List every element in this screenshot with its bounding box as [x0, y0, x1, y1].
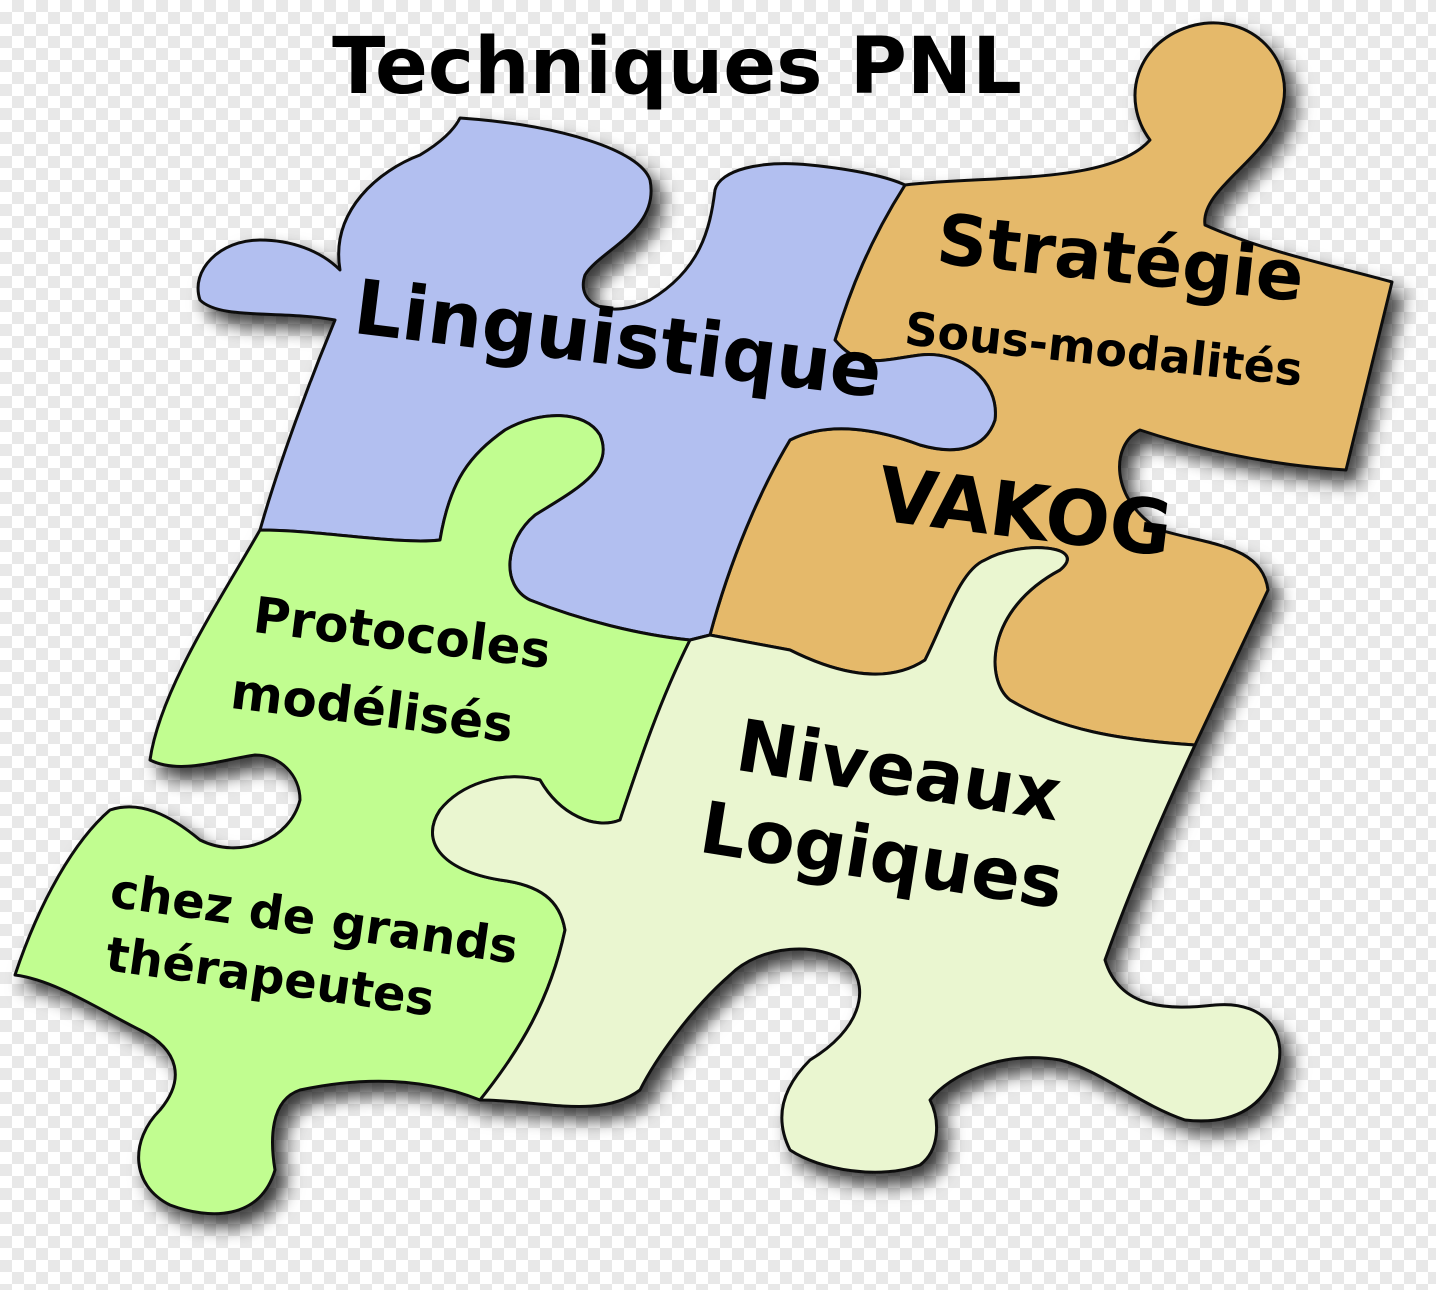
- piece-niveaux-logiques: [431, 546, 1282, 1174]
- diagram-title: Techniques PNL: [332, 22, 1022, 112]
